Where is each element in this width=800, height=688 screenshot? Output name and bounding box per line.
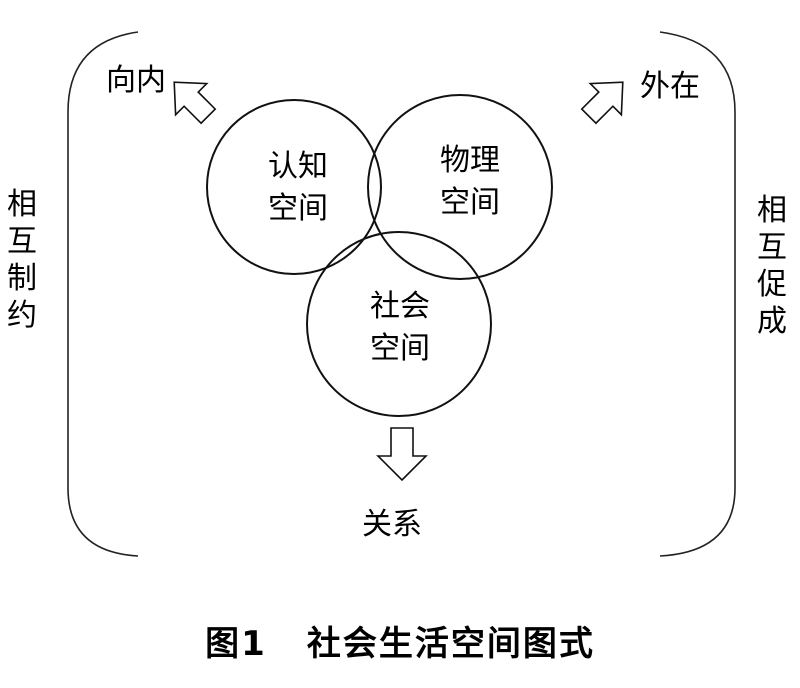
cognitive-space-label: 认知 空间: [238, 146, 358, 230]
outward-arrow: [580, 81, 624, 125]
physical-space-line2: 空间: [440, 185, 500, 220]
figure-number: 图1: [205, 624, 267, 664]
figure-title: 社会生活空间图式: [306, 624, 595, 664]
social-space-line1: 社会: [370, 289, 430, 324]
physical-space-label: 物理 空间: [410, 140, 530, 224]
physical-space-line1: 物理: [440, 143, 500, 178]
cognitive-space-line2: 空间: [268, 191, 328, 226]
physical-space-circle: [367, 94, 553, 280]
mutual-constraint-label: 相互制约: [7, 187, 37, 333]
right-bracket: [659, 31, 736, 557]
cognitive-space-line1: 认知: [268, 149, 328, 184]
mutual-promotion-label: 相互促成: [757, 193, 787, 339]
left-bracket: [67, 31, 139, 557]
relation-arrow: [376, 427, 428, 482]
inward-label: 向内: [106, 63, 166, 98]
outward-label: 外在: [640, 69, 700, 104]
social-space-circle: [306, 231, 492, 417]
social-space-line2: 空间: [370, 331, 430, 366]
inward-arrow: [173, 81, 217, 125]
relation-label: 关系: [362, 507, 422, 542]
social-space-label: 社会 空间: [340, 286, 460, 370]
figure-caption: 图1 社会生活空间图式: [0, 616, 800, 665]
cognitive-space-circle: [206, 99, 382, 275]
